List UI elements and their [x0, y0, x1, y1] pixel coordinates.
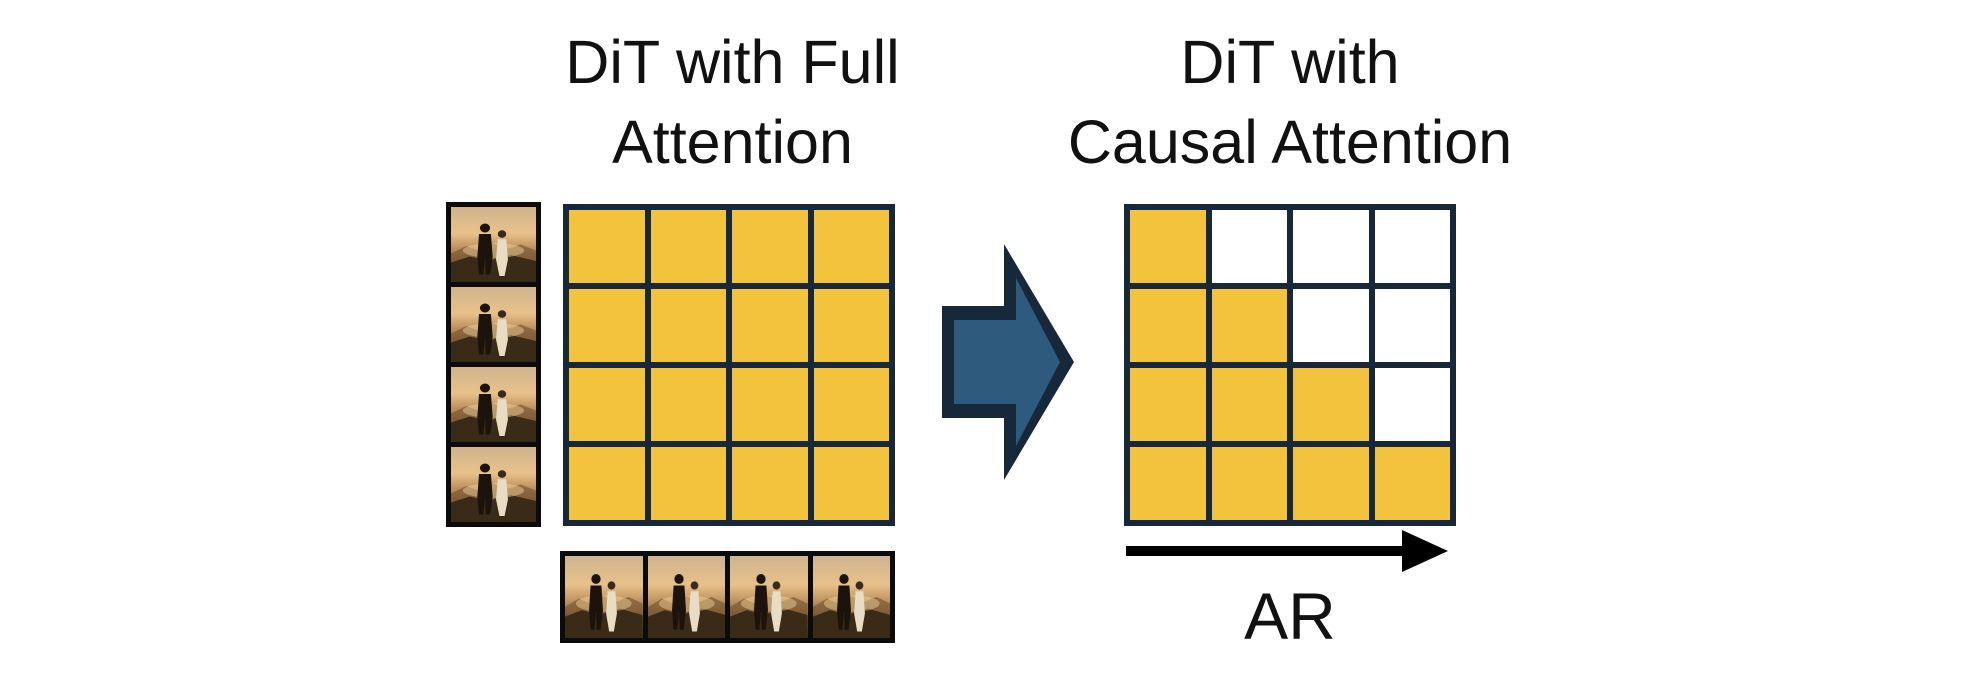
video-frame-icon — [451, 367, 536, 442]
causal-attention-cell-2-0 — [1130, 368, 1206, 441]
video-frame-icon — [451, 447, 536, 522]
full-attention-cell-2-2 — [732, 368, 808, 441]
causal-attention-cell-1-2 — [1293, 289, 1369, 362]
video-frame-icon — [565, 556, 643, 638]
full-attention-title: DiT with Full Attention — [565, 28, 900, 176]
full-attention-cell-2-1 — [650, 368, 726, 441]
full-attention-cell-2-0 — [569, 368, 645, 441]
full-attention-cell-2-3 — [813, 368, 889, 441]
full-attention-cell-0-2 — [732, 210, 808, 283]
video-frame-icon — [730, 556, 808, 638]
causal-attention-cell-3-1 — [1211, 447, 1287, 520]
causal-attention-cell-0-2 — [1293, 210, 1369, 283]
ar-label: AR — [1244, 579, 1336, 653]
full-attention-cell-3-1 — [650, 447, 726, 520]
causal-attention-cell-3-0 — [1130, 447, 1206, 520]
causal-attention-cell-1-1 — [1211, 289, 1287, 362]
full-attention-matrix — [563, 204, 895, 526]
causal-attention-cell-1-3 — [1374, 289, 1450, 362]
causal-attention-cell-3-3 — [1374, 447, 1450, 520]
full-attention-cell-3-0 — [569, 447, 645, 520]
full-attention-cell-0-1 — [650, 210, 726, 283]
full-attention-cell-0-0 — [569, 210, 645, 283]
causal-attention-matrix — [1124, 204, 1456, 526]
causal-attention-cell-2-3 — [1374, 368, 1450, 441]
causal-attention-cell-3-2 — [1293, 447, 1369, 520]
causal-attention-cell-1-0 — [1130, 289, 1206, 362]
causal-attention-cell-2-1 — [1211, 368, 1287, 441]
video-frame-icon — [451, 207, 536, 282]
full-attention-cell-1-3 — [813, 289, 889, 362]
full-attention-cell-1-1 — [650, 289, 726, 362]
full-attention-cell-3-3 — [813, 447, 889, 520]
full-attention-cell-0-3 — [813, 210, 889, 283]
video-frame-icon — [647, 556, 725, 638]
block-arrow-right-icon — [942, 244, 1074, 480]
causal-attention-title: DiT with Causal Attention — [1067, 28, 1513, 176]
video-frames-horizontal-strip — [560, 551, 895, 643]
full-attention-cell-3-2 — [732, 447, 808, 520]
video-frame-icon — [812, 556, 890, 638]
causal-attention-cell-0-1 — [1211, 210, 1287, 283]
causal-attention-cell-2-2 — [1293, 368, 1369, 441]
full-attention-cell-1-0 — [569, 289, 645, 362]
arrow-right-icon — [1126, 530, 1448, 572]
causal-attention-cell-0-3 — [1374, 210, 1450, 283]
full-attention-cell-1-2 — [732, 289, 808, 362]
video-frames-vertical-strip — [446, 202, 541, 527]
video-frame-icon — [451, 287, 536, 362]
causal-attention-cell-0-0 — [1130, 210, 1206, 283]
